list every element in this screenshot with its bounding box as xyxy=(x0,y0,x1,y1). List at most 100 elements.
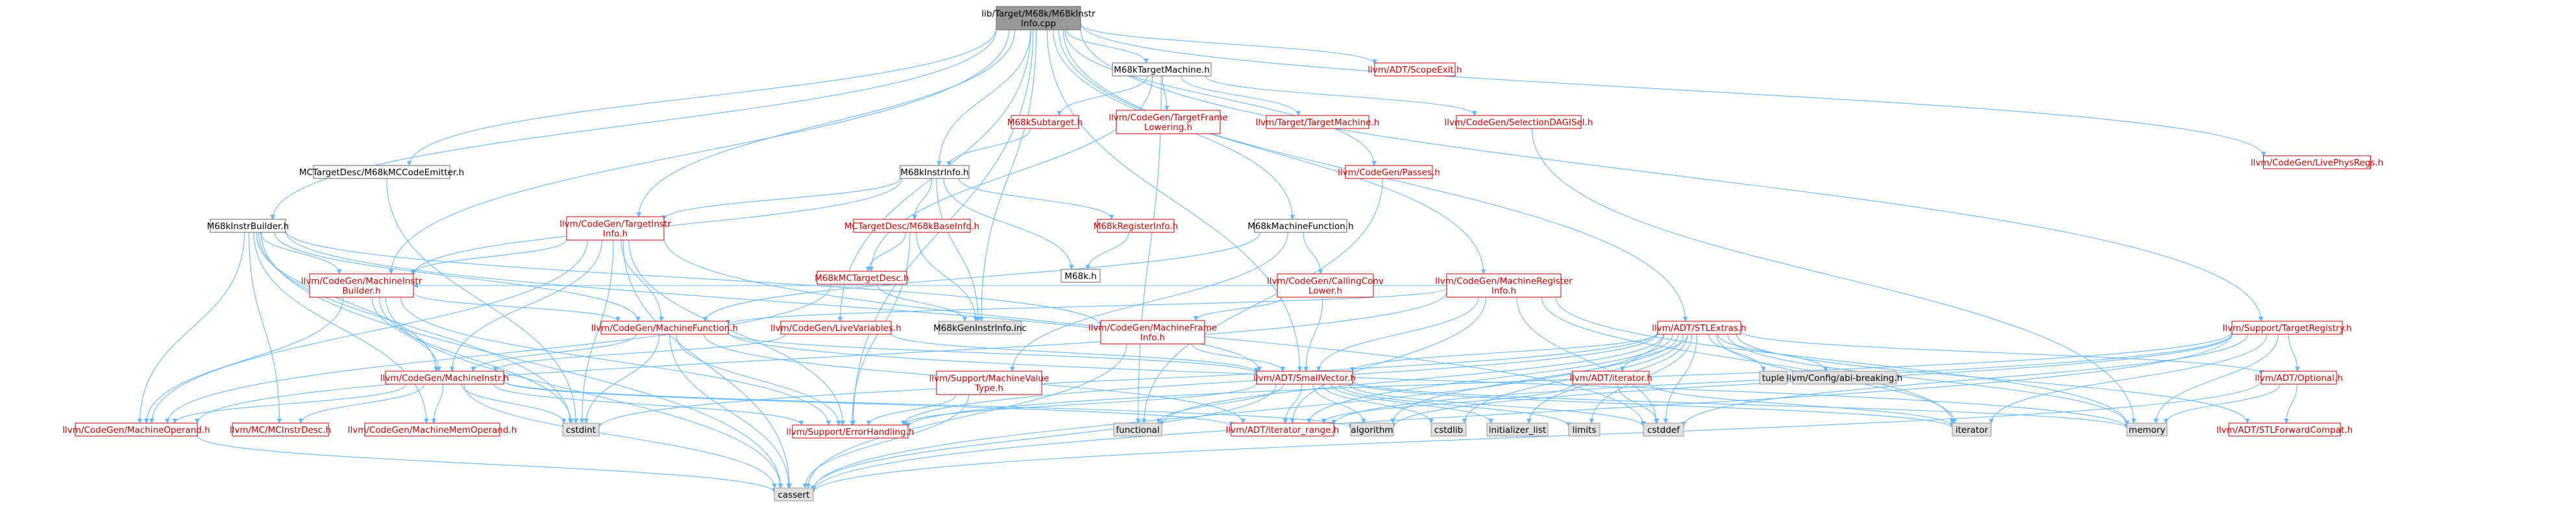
node-label: MCTargetDesc/M68kBaseInfo.h xyxy=(844,221,979,232)
edge-MachineRegisterInfo-to-iterator_range xyxy=(1290,297,1486,424)
node-MachineFunction[interactable]: llvm/CodeGen/MachineFunction.h xyxy=(591,321,738,335)
node-M68kMachineFunction[interactable]: M68kMachineFunction.h xyxy=(1247,219,1354,233)
node-label: M68kRegisterInfo.h xyxy=(1094,221,1178,232)
edge-SmallVector-to-cstddef xyxy=(1349,384,1646,428)
node-M68kBaseInfo[interactable]: MCTargetDesc/M68kBaseInfo.h xyxy=(844,219,979,233)
edge-M68kInstrInfo-to-M68kGenInstrInfo xyxy=(936,178,981,322)
edge-SelectionDAGISel-to-memory xyxy=(1531,128,2137,424)
node-label: Type.h xyxy=(974,384,1003,394)
node-M68kH[interactable]: M68k.h xyxy=(1061,269,1101,283)
node-M68kMCTargetDesc[interactable]: M68kMCTargetDesc.h xyxy=(815,271,909,285)
edge-MachineInstrBuilder-to-ErrorHandling xyxy=(400,297,831,426)
node-label: Lower.h xyxy=(1308,286,1342,297)
node-box xyxy=(1456,115,1582,129)
node-label: Info.h xyxy=(1491,286,1516,297)
node-ADTiterator[interactable]: llvm/ADT/iterator.h xyxy=(1569,371,1652,385)
edge-ADTiterator-to-iterator_range xyxy=(1321,384,1573,424)
edge-root-to-SmallVector xyxy=(1046,29,1303,372)
edge-SmallVector-to-iterator xyxy=(1352,381,1955,429)
edge-Optional-to-memory xyxy=(2163,384,2281,424)
node-TargetMachine[interactable]: llvm/Target/TargetMachine.h xyxy=(1256,115,1380,129)
edge-LiveVariables-to-MachineInstr xyxy=(493,334,786,372)
node-M68kGenInstrInfo: M68kGenInstrInfo.inc xyxy=(933,321,1027,335)
node-label: algorithm xyxy=(1351,425,1393,435)
node-label: M68kTargetMachine.h xyxy=(1114,65,1210,75)
node-label: functional xyxy=(1116,425,1159,435)
edge-MachineRegisterInfo-to-iterator xyxy=(1541,297,1955,424)
edge-M68kMachineFunction-to-MachineValueType xyxy=(1009,232,1288,372)
node-limits: limits xyxy=(1568,422,1601,437)
node-M68kTargetMachine[interactable]: M68kTargetMachine.h xyxy=(1112,62,1212,77)
node-SelectionDAGISel[interactable]: llvm/CodeGen/SelectionDAGISel.h xyxy=(1445,115,1593,129)
node-Passes[interactable]: llvm/CodeGen/Passes.h xyxy=(1338,165,1440,179)
node-M68kInstrBuilder[interactable]: M68kInstrBuilder.h xyxy=(207,219,289,233)
node-label: llvm/ADT/STLForwardCompat.h xyxy=(2216,425,2353,435)
node-MachineInstr[interactable]: llvm/CodeGen/MachineInstr.h xyxy=(380,371,509,385)
node-MachineOperand[interactable]: llvm/CodeGen/MachineOperand.h xyxy=(62,422,210,437)
node-Optional[interactable]: llvm/ADT/Optional.h xyxy=(2255,371,2343,385)
edge-M68kBaseInfo-to-M68kGenInstrInfo xyxy=(916,232,979,322)
edge-M68kTargetMachine-to-SelectionDAGISel xyxy=(1205,75,1477,116)
node-ScopeExit[interactable]: llvm/ADT/ScopeExit.h xyxy=(1368,62,1462,77)
node-box xyxy=(1430,422,1467,437)
node-STLForwardCompat[interactable]: llvm/ADT/STLForwardCompat.h xyxy=(2216,422,2353,437)
node-M68kRegisterInfo[interactable]: M68kRegisterInfo.h xyxy=(1094,219,1178,233)
node-MCInstrDesc[interactable]: llvm/MC/MCInstrDesc.h xyxy=(230,422,331,437)
edge-MachineInstrBuilder-to-MachineInstr xyxy=(371,297,441,372)
edge-MachineInstr-to-MachineMemOperand xyxy=(431,384,444,424)
edge-LiveVariables-to-SmallVector xyxy=(890,333,1259,373)
node-MCCodeEmitter[interactable]: MCTargetDesc/M68kMCCodeEmitter.h xyxy=(299,165,464,179)
node-iterator: iterator xyxy=(1952,422,1992,437)
node-LivePhysRegs[interactable]: llvm/CodeGen/LivePhysRegs.h xyxy=(2251,155,2383,169)
node-SmallVector[interactable]: llvm/ADT/SmallVector.h xyxy=(1253,371,1356,385)
edge-MachineFrameInfo-to-cassert xyxy=(805,343,1127,489)
edge-STLExtras-to-cassert xyxy=(811,334,1665,492)
node-ErrorHandling[interactable]: llvm/Support/ErrorHandling.h xyxy=(786,424,914,439)
edge-MachineFunction-to-memory xyxy=(728,332,2129,429)
node-M68kInstrInfo[interactable]: M68kInstrInfo.h xyxy=(900,165,970,179)
node-label: llvm/ADT/STLExtras.h xyxy=(1652,323,1746,334)
node-box xyxy=(1254,219,1347,233)
node-box xyxy=(1100,320,1205,345)
edge-SmallVector-to-memory xyxy=(1352,380,2129,429)
node-TargetRegistry[interactable]: llvm/Support/TargetRegistry.h xyxy=(2222,321,2352,335)
edge-MachineInstr-to-MachineOperand xyxy=(172,384,407,424)
node-box xyxy=(1277,273,1374,298)
node-label: llvm/CodeGen/LivePhysRegs.h xyxy=(2251,158,2383,168)
edge-SmallVector-to-ErrorHandling xyxy=(902,383,1257,426)
edge-CallingConvLower-to-MachineFrameInfo xyxy=(1193,297,1283,321)
edge-Optional-to-STLForwardCompat xyxy=(2283,384,2298,424)
node-label: llvm/ADT/iterator_range.h xyxy=(1226,425,1340,435)
node-box xyxy=(938,321,1022,335)
node-MachineMemOperand[interactable]: llvm/CodeGen/MachineMemOperand.h xyxy=(348,422,517,437)
edge-MachineRegisterInfo-to-SmallVector xyxy=(1316,297,1479,372)
edge-M68kInstrBuilder-to-MachineInstr xyxy=(256,232,439,372)
node-iterator_range[interactable]: llvm/ADT/iterator_range.h xyxy=(1226,422,1340,437)
edge-M68kInstrBuilder-to-MachineMemOperand xyxy=(253,232,429,424)
node-M68kSubtarget[interactable]: M68kSubtarget.h xyxy=(1007,115,1083,129)
node-memory: memory xyxy=(2126,422,2168,437)
edge-STLExtras-to-ADTiterator xyxy=(1619,334,1688,372)
node-cstddef: cstddef xyxy=(1643,422,1684,437)
edge-TargetInstrInfo-to-MachineFunction xyxy=(620,239,664,322)
node-box xyxy=(1345,165,1433,179)
node-label: tuple xyxy=(1762,373,1784,384)
node-box xyxy=(816,271,907,285)
edge-STLExtras-to-iterator_range xyxy=(1306,334,1673,424)
edge-STLExtras-to-tuple xyxy=(1708,334,1767,372)
node-STLExtras[interactable]: llvm/ADT/STLExtras.h xyxy=(1652,321,1747,335)
node-label: llvm/CodeGen/TargetFrame xyxy=(1109,113,1227,123)
edge-root-to-M68kInstrBuilder xyxy=(270,29,997,220)
edge-M68kInstrBuilder-to-MachineOperand xyxy=(137,232,245,424)
edge-root-to-TargetRegistry xyxy=(1080,29,2264,322)
node-LiveVariables[interactable]: llvm/CodeGen/LiveVariables.h xyxy=(770,321,902,335)
node-box xyxy=(1643,422,1684,437)
edge-SmallVector-to-algorithm xyxy=(1312,384,1366,424)
